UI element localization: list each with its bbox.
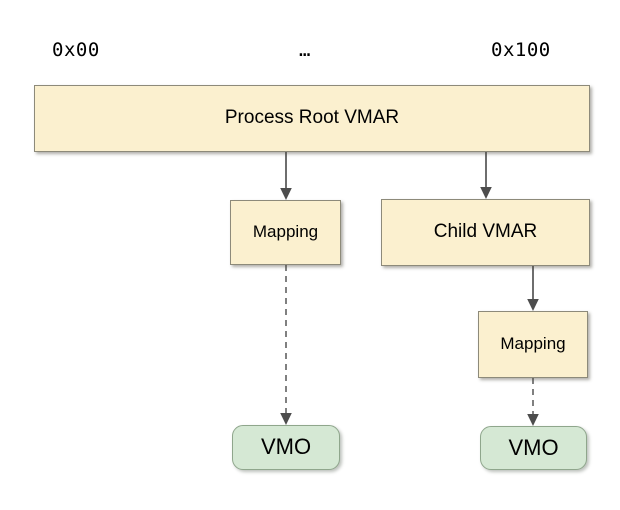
- node-child-vmar[interactable]: Child VMAR: [381, 199, 590, 266]
- address-label-end: 0x100: [491, 39, 551, 61]
- address-label-start: 0x00: [52, 39, 100, 61]
- address-label-ellipsis: …: [299, 39, 311, 61]
- node-process-root-vmar[interactable]: Process Root VMAR: [34, 85, 590, 152]
- node-mapping-right[interactable]: Mapping: [478, 311, 588, 378]
- node-vmo-left[interactable]: VMO: [232, 425, 340, 470]
- node-mapping-left[interactable]: Mapping: [230, 200, 341, 265]
- node-vmo-right[interactable]: VMO: [480, 426, 587, 470]
